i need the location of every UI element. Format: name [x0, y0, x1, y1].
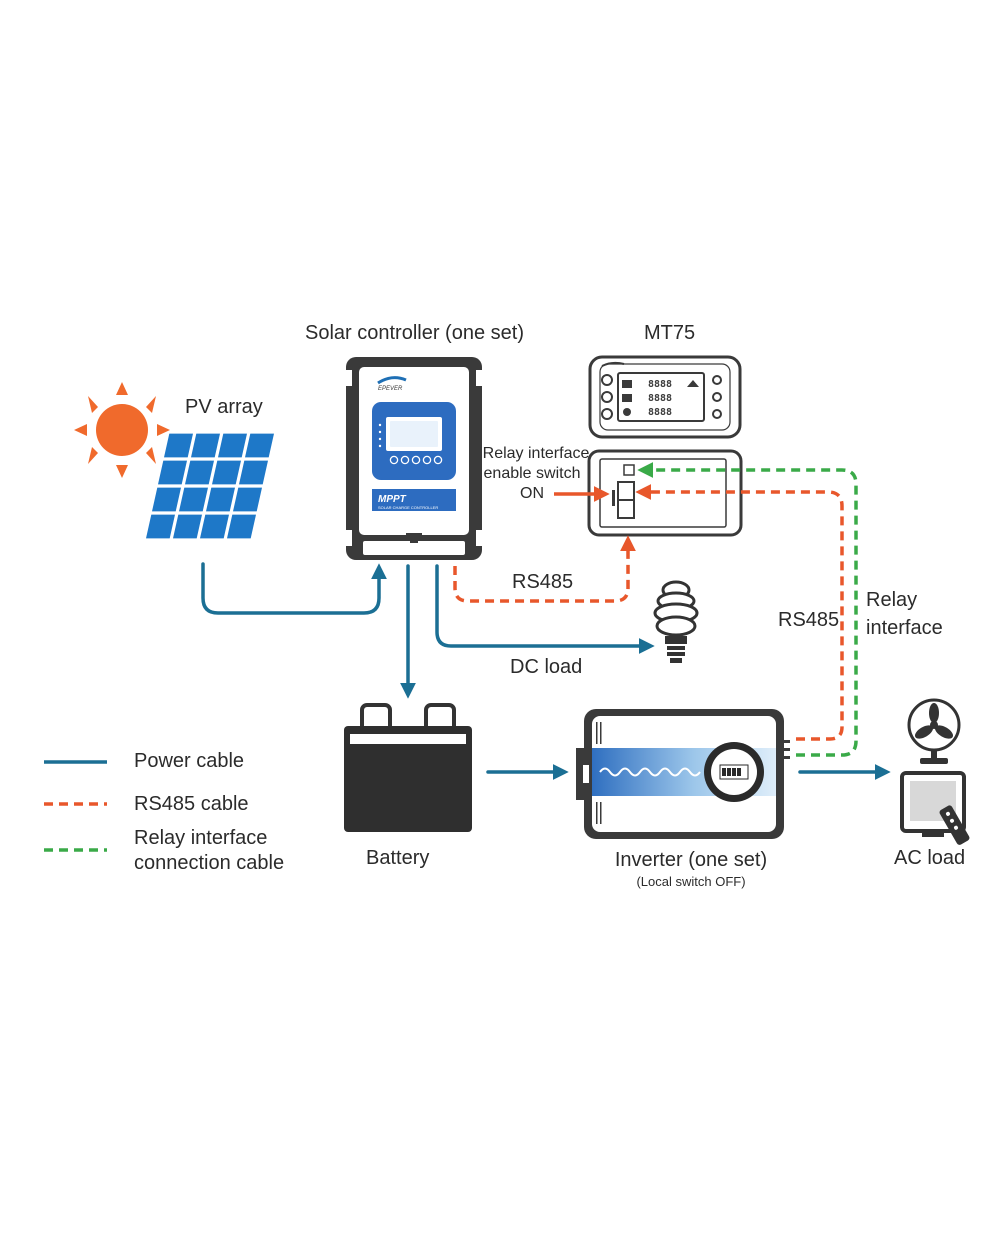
pv-cell	[179, 487, 208, 512]
pv-cell	[146, 514, 175, 539]
power-cable-pv-to-controller	[201, 562, 387, 615]
solar-controller-label: Solar controller (one set)	[305, 322, 524, 344]
relay-cable-inverter-to-mt75	[637, 462, 858, 757]
relay-interface-cables	[637, 462, 858, 757]
pv-cell	[206, 487, 235, 512]
svg-text:EPEVER: EPEVER	[378, 386, 403, 392]
dc-load-label: DC load	[510, 656, 583, 678]
rs485-cable-inverter-to-mt75	[635, 484, 844, 741]
power-cable-controller-to-dc-load	[435, 564, 655, 654]
rs485-cables	[453, 484, 844, 741]
rs485-inverter-label: RS485	[778, 609, 840, 631]
pv-cell	[152, 487, 181, 512]
battery-label: Battery	[366, 847, 430, 869]
mt75-label: MT75	[644, 322, 696, 344]
legend-relay-label-2: connection cable	[134, 852, 285, 874]
controller-sub-text: SOLAR CHARGE CONTROLLER	[378, 505, 438, 510]
relay-interface-label-1: Relay	[866, 589, 918, 611]
light-bulb-icon	[653, 580, 699, 663]
relay-switch-label-2: enable switch	[483, 465, 581, 482]
power-cables	[201, 562, 891, 780]
inverter-note-label: (Local switch OFF)	[636, 874, 746, 889]
inverter-device	[576, 709, 790, 839]
relay-switch-label-1: Relay interface	[482, 445, 590, 462]
pv-cell	[173, 514, 202, 539]
battery-icon	[344, 703, 472, 832]
mt75-meter-device: 8888 8888 8888	[588, 355, 742, 439]
pv-cell	[185, 460, 214, 485]
pv-cell	[200, 514, 229, 539]
relay-switch-label-3: ON	[520, 485, 544, 502]
svg-text:8888: 8888	[648, 407, 672, 418]
relay-interface-label-2: interface	[866, 617, 943, 639]
pv-cell	[158, 460, 187, 485]
pv-cell	[233, 487, 262, 512]
legend-power-label: Power cable	[134, 750, 245, 772]
solar-controller-device: EPEVER	[346, 357, 482, 560]
fan-icon	[907, 698, 961, 764]
controller-mode-text: MPPT	[378, 494, 407, 505]
svg-text:8888: 8888	[648, 379, 672, 390]
ac-load-label: AC load	[894, 847, 966, 869]
legend-swatches	[44, 760, 107, 852]
pv-cell	[191, 433, 220, 458]
sun-icon	[74, 382, 170, 478]
pv-cell	[218, 433, 247, 458]
pv-cell	[164, 433, 193, 458]
svg-text:8888: 8888	[648, 393, 672, 404]
pv-cell	[245, 433, 274, 458]
tv-icon	[900, 771, 970, 845]
pv-cell	[239, 460, 268, 485]
pv-cell	[212, 460, 241, 485]
pv-array-label: PV array	[185, 396, 263, 418]
legend-relay-label-1: Relay interface	[134, 827, 268, 849]
rs485-controller-label: RS485	[512, 571, 574, 593]
pv-panel-icon	[144, 432, 276, 540]
legend-rs485-label: RS485 cable	[134, 793, 249, 815]
pv-cell	[227, 514, 256, 539]
inverter-label: Inverter (one set)	[614, 849, 768, 871]
